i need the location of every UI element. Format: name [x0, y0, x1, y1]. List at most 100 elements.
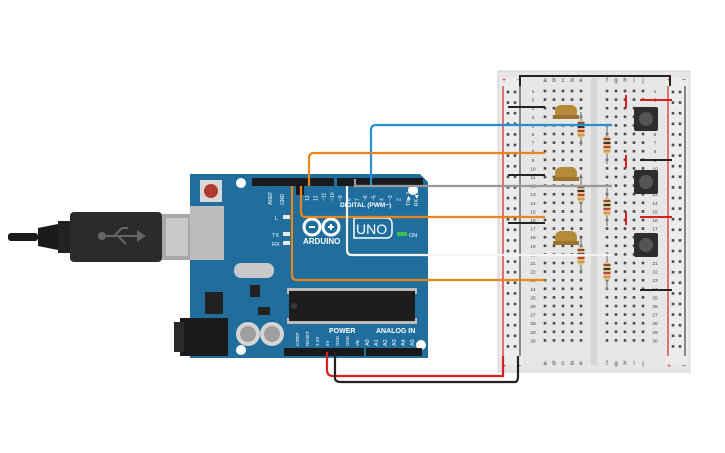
breadboard-hole[interactable] — [623, 227, 627, 230]
breadboard-hole[interactable] — [605, 296, 609, 299]
rail-hole[interactable] — [671, 302, 675, 306]
rail-hole[interactable] — [671, 249, 675, 253]
breadboard-hole[interactable] — [632, 210, 636, 213]
led-2[interactable] — [553, 167, 579, 181]
rail-hole[interactable] — [678, 292, 682, 295]
breadboard-hole[interactable] — [605, 235, 609, 239]
breadboard-hole[interactable] — [623, 296, 627, 299]
breadboard-hole[interactable] — [552, 201, 556, 205]
rail-hole[interactable] — [678, 345, 682, 348]
breadboard-hole[interactable] — [623, 201, 627, 205]
breadboard-hole[interactable] — [543, 270, 547, 273]
breadboard-hole[interactable] — [632, 149, 636, 153]
rail-hole[interactable] — [678, 143, 682, 147]
rail-hole[interactable] — [678, 313, 682, 316]
breadboard-hole[interactable] — [623, 192, 627, 196]
breadboard-hole[interactable] — [561, 201, 565, 205]
breadboard-hole[interactable] — [543, 244, 547, 248]
breadboard-hole[interactable] — [623, 184, 627, 187]
breadboard-hole[interactable] — [641, 261, 645, 265]
breadboard-hole[interactable] — [543, 175, 547, 179]
rail-hole[interactable] — [678, 111, 682, 115]
breadboard-hole[interactable] — [570, 321, 574, 325]
breadboard-hole[interactable] — [570, 210, 574, 213]
breadboard-hole[interactable] — [561, 158, 565, 162]
rail-hole[interactable] — [678, 249, 682, 253]
breadboard-hole[interactable] — [570, 149, 574, 153]
rail-hole[interactable] — [671, 164, 675, 168]
breadboard-hole[interactable] — [543, 106, 547, 110]
breadboard-hole[interactable] — [614, 296, 618, 299]
breadboard-hole[interactable] — [614, 304, 618, 308]
breadboard-hole[interactable] — [543, 296, 547, 299]
breadboard-hole[interactable] — [614, 235, 618, 239]
breadboard-hole[interactable] — [552, 339, 556, 342]
rail-hole[interactable] — [678, 270, 682, 274]
breadboard-hole[interactable] — [605, 321, 609, 325]
rail-hole[interactable] — [506, 260, 510, 263]
rail-hole[interactable] — [671, 345, 675, 348]
breadboard-hole[interactable] — [552, 270, 556, 273]
breadboard-hole[interactable] — [641, 149, 645, 153]
breadboard-hole[interactable] — [641, 296, 645, 299]
breadboard-hole[interactable] — [632, 304, 636, 308]
rail-hole[interactable] — [678, 133, 682, 136]
breadboard-hole[interactable] — [552, 149, 556, 153]
breadboard-hole[interactable] — [579, 330, 583, 334]
rail-hole[interactable] — [678, 122, 682, 126]
rail-hole[interactable] — [678, 101, 682, 104]
resistor-icon[interactable] — [603, 188, 611, 226]
breadboard-hole[interactable] — [543, 261, 547, 265]
rail-hole[interactable] — [506, 217, 510, 221]
rail-hole[interactable] — [506, 228, 510, 232]
rail-hole[interactable] — [678, 196, 682, 200]
breadboard-hole[interactable] — [561, 287, 565, 291]
breadboard-hole[interactable] — [552, 89, 556, 93]
led-1[interactable] — [553, 105, 579, 119]
rail-hole[interactable] — [506, 281, 510, 285]
rail-hole[interactable] — [506, 323, 510, 327]
breadboard-hole[interactable] — [614, 115, 618, 119]
signal-wires[interactable] — [290, 123, 612, 384]
rail-hole[interactable] — [513, 302, 517, 306]
rail-hole[interactable] — [671, 122, 675, 126]
usb-cable[interactable] — [8, 212, 192, 262]
breadboard-hole[interactable] — [614, 270, 618, 273]
breadboard-hole[interactable] — [623, 270, 627, 273]
breadboard-hole[interactable] — [543, 98, 547, 101]
breadboard-hole[interactable] — [552, 313, 556, 316]
breadboard-hole[interactable] — [552, 287, 556, 291]
breadboard-hole[interactable] — [552, 330, 556, 334]
breadboard-hole[interactable] — [579, 304, 583, 308]
breadboard-hole[interactable] — [623, 235, 627, 239]
rail-hole[interactable] — [678, 217, 682, 221]
breadboard-hole[interactable] — [552, 244, 556, 248]
breadboard-hole[interactable] — [579, 167, 583, 170]
rail-hole[interactable] — [671, 313, 675, 316]
rail-hole[interactable] — [513, 143, 517, 147]
breadboard-hole[interactable] — [641, 210, 645, 213]
breadboard-hole[interactable] — [641, 304, 645, 308]
breadboard-hole[interactable] — [623, 244, 627, 248]
breadboard-hole[interactable] — [641, 313, 645, 316]
breadboard-hole[interactable] — [605, 304, 609, 308]
rail-hole[interactable] — [671, 90, 675, 94]
breadboard-hole[interactable] — [561, 141, 565, 144]
breadboard-hole[interactable] — [561, 218, 565, 222]
breadboard-hole[interactable] — [623, 132, 627, 136]
breadboard-hole[interactable] — [543, 115, 547, 119]
rail-hole[interactable] — [506, 196, 510, 200]
rail-hole[interactable] — [671, 281, 675, 285]
breadboard-hole[interactable] — [614, 192, 618, 196]
rail-hole[interactable] — [506, 270, 510, 274]
breadboard-hole[interactable] — [632, 158, 636, 162]
breadboard-hole[interactable] — [632, 227, 636, 230]
breadboard-hole[interactable] — [605, 89, 609, 93]
rail-hole[interactable] — [671, 175, 675, 179]
breadboard-hole[interactable] — [623, 106, 627, 110]
rail-hole[interactable] — [671, 270, 675, 274]
breadboard-hole[interactable] — [605, 330, 609, 334]
breadboard-hole[interactable] — [632, 98, 636, 101]
rail-hole[interactable] — [678, 154, 682, 157]
